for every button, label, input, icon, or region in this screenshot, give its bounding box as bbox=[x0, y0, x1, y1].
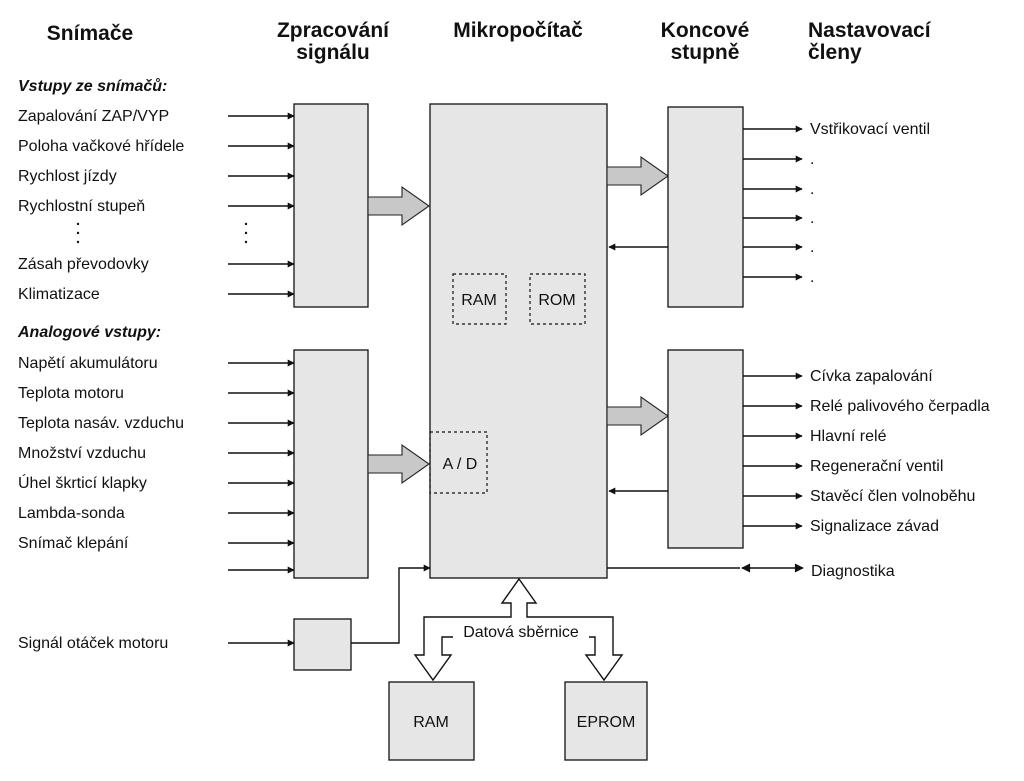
header-snimace: Snímače bbox=[47, 22, 133, 45]
input-label: Klimatizace bbox=[18, 286, 100, 303]
output-label: Relé palivového čerpadla bbox=[810, 398, 990, 415]
output-label: . bbox=[810, 269, 814, 286]
input-label: Rychlost jízdy bbox=[18, 168, 117, 185]
ellipsis-dots-left bbox=[76, 222, 80, 244]
output-label: Vstřikovací ventil bbox=[810, 121, 930, 138]
output-label: Stavěcí člen volnoběhu bbox=[810, 488, 975, 505]
output-stage-block-2 bbox=[667, 349, 744, 549]
output-label: Regenerační ventil bbox=[810, 458, 943, 475]
output-arrows-group-2 bbox=[743, 372, 803, 530]
input-label-rpm: Signál otáček motoru bbox=[18, 635, 168, 652]
output-label: . bbox=[810, 181, 814, 198]
external-ram-label: RAM bbox=[413, 714, 449, 731]
output-label: Signalizace závad bbox=[810, 518, 939, 535]
signal-processing-block-analog bbox=[293, 349, 369, 579]
microcomputer-block bbox=[429, 103, 608, 579]
signal-processing-block-digital bbox=[293, 103, 369, 308]
signal-to-micro-arrow bbox=[367, 443, 430, 485]
output-stage-block-1 bbox=[667, 106, 744, 308]
input-label: Rychlostní stupeň bbox=[18, 198, 145, 215]
input-label: Napětí akumulátoru bbox=[18, 355, 158, 372]
data-bus-label-bg bbox=[453, 621, 589, 641]
header-nastavovaci-line2: členy bbox=[808, 41, 862, 64]
micro-to-output-arrow bbox=[606, 395, 669, 437]
signal-processing-block-rpm bbox=[293, 618, 352, 671]
input-label: Snímač klepání bbox=[18, 535, 129, 552]
output-label: Cívka zapalování bbox=[810, 368, 933, 385]
output-label: Hlavní relé bbox=[810, 428, 887, 445]
output-label: . bbox=[810, 210, 814, 227]
section-analog-inputs: Analogové vstupy: bbox=[17, 324, 161, 341]
output-label: . bbox=[810, 239, 814, 256]
input-label: Poloha vačkové hřídele bbox=[18, 138, 184, 155]
rpm-signal-line bbox=[351, 564, 431, 644]
external-ram-block bbox=[388, 681, 475, 761]
input-label: Množství vzduchu bbox=[18, 445, 146, 462]
input-label: Lambda-sonda bbox=[18, 505, 125, 522]
external-eprom-block bbox=[564, 681, 648, 761]
output-label: . bbox=[810, 151, 814, 168]
internal-ram-block bbox=[452, 273, 507, 325]
output-arrows-group-1 bbox=[743, 125, 803, 281]
header-mikropocitac: Mikropočítač bbox=[453, 19, 583, 42]
input-label: Teplota motoru bbox=[18, 385, 124, 402]
input-label: Úhel škrticí klapky bbox=[18, 473, 147, 492]
input-label: Teplota nasáv. vzduchu bbox=[18, 415, 184, 432]
header-zpracovani-line2: signálu bbox=[296, 41, 370, 64]
ad-converter-block bbox=[429, 431, 488, 494]
micro-to-output-arrow bbox=[606, 155, 669, 197]
header-zpracovani-line1: Zpracování bbox=[277, 19, 390, 42]
header-koncove-line2: stupně bbox=[671, 41, 740, 64]
diagnostics-label: Diagnostika bbox=[811, 563, 895, 580]
input-label: Zásah převodovky bbox=[18, 256, 149, 273]
header-koncove-line1: Koncové bbox=[661, 19, 750, 42]
internal-rom-block bbox=[529, 273, 586, 325]
section-digital-inputs: Vstupy ze snímačů: bbox=[18, 78, 167, 95]
digital-input-arrows bbox=[228, 112, 295, 298]
data-bus-label: Datová sběrnice bbox=[463, 624, 579, 641]
internal-ram-label: RAM bbox=[461, 292, 497, 309]
external-eprom-label: EPROM bbox=[577, 714, 636, 731]
ellipsis-dots-arrows bbox=[244, 222, 248, 244]
signal-to-micro-arrow bbox=[367, 185, 430, 227]
input-label: Zapalování ZAP/VYP bbox=[18, 108, 169, 125]
header-nastavovaci-line1: Nastavovací bbox=[808, 19, 932, 42]
ad-converter-label: A / D bbox=[443, 456, 478, 473]
analog-input-arrows bbox=[228, 359, 295, 647]
internal-rom-label: ROM bbox=[538, 292, 575, 309]
